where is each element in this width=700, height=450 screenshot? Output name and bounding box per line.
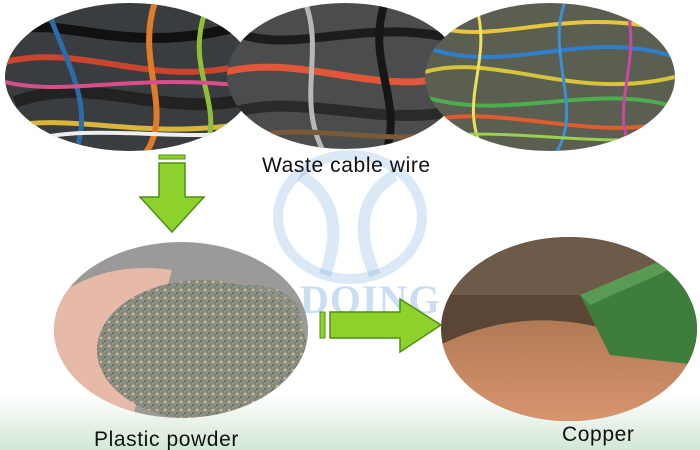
plastic-powder-photo bbox=[54, 242, 308, 418]
waste-cable-wire-photo bbox=[5, 3, 675, 151]
watermark-logo bbox=[273, 150, 427, 284]
copper-powder-photo bbox=[441, 237, 697, 421]
caption-copper: Copper bbox=[562, 423, 635, 446]
caption-waste-cable-wire: Waste cable wire bbox=[262, 154, 431, 177]
arrow-right-icon bbox=[319, 297, 443, 354]
caption-plastic-powder: Plastic powder bbox=[94, 428, 239, 450]
arrow-down-icon bbox=[138, 154, 206, 234]
